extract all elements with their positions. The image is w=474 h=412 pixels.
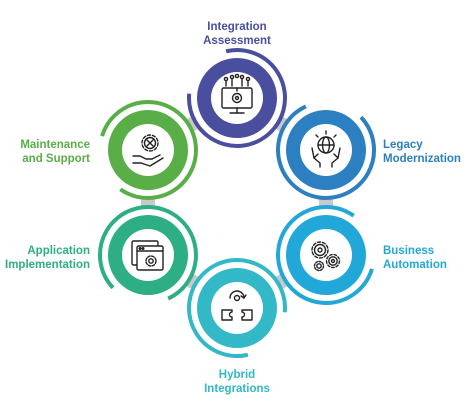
node-business-automation <box>276 205 376 305</box>
node-legacy-modernization <box>276 100 376 200</box>
label-line: Maintenance <box>20 139 90 151</box>
hands-globe-icon <box>311 130 341 168</box>
label-line: Application <box>27 245 90 257</box>
node-maintenance-and-support <box>98 100 198 200</box>
label-line: Integration <box>207 21 267 33</box>
label-line: Legacy <box>383 139 423 151</box>
label-line: Modernization <box>383 153 461 165</box>
label-application-implementation: Application Implementation <box>5 244 90 272</box>
puzzle-sync-icon <box>221 290 253 321</box>
node-hybrid-integrations <box>187 258 287 358</box>
label-line: and Support <box>22 153 90 165</box>
hand-gear-wrench-icon <box>132 134 164 167</box>
monitor-gear-network-icon <box>221 73 253 114</box>
node-integration-assessment <box>187 48 287 148</box>
label-business-automation: Business Automation <box>383 244 447 272</box>
label-maintenance-and-support: Maintenance and Support <box>20 138 90 166</box>
node-application-implementation <box>98 205 198 306</box>
label-legacy-modernization: Legacy Modernization <box>383 138 461 166</box>
label-integration-assessment: Integration Assessment <box>203 20 271 48</box>
label-line: Business <box>383 245 435 257</box>
label-line: Integrations <box>204 383 270 395</box>
window-gear-icon <box>131 240 164 271</box>
label-line: Implementation <box>5 259 90 271</box>
label-hybrid-integrations: Hybrid Integrations <box>204 368 270 396</box>
gears-icon <box>311 241 341 272</box>
label-line: Assessment <box>203 35 271 47</box>
label-line: Automation <box>383 259 447 271</box>
label-line: Hybrid <box>218 369 256 381</box>
